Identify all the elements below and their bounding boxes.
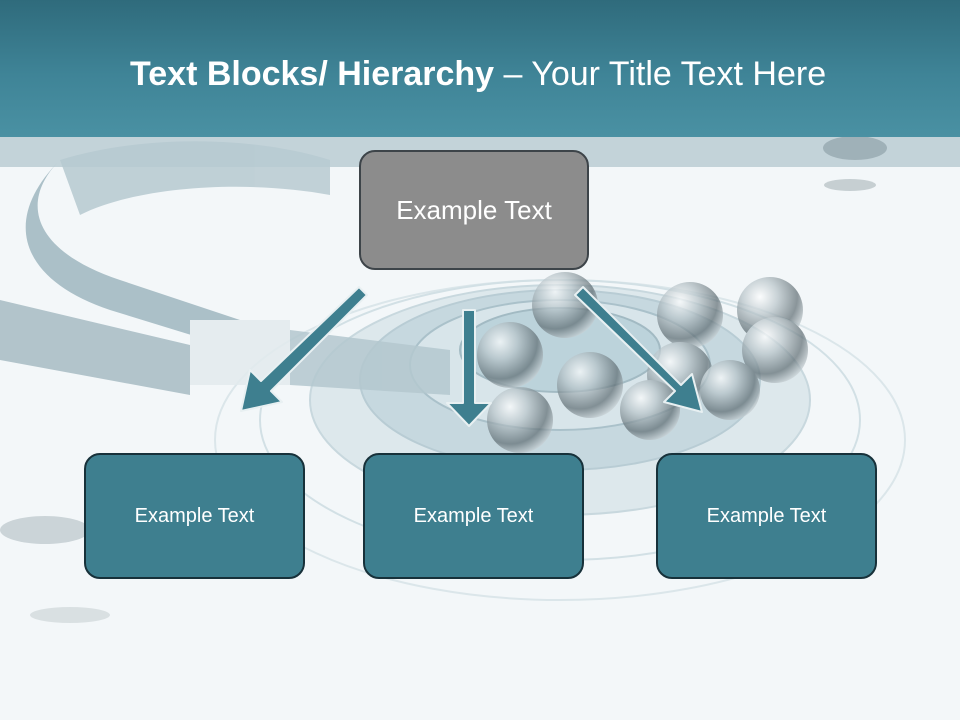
- arrow-right: [574, 286, 703, 413]
- root-text-label: Example Text: [396, 194, 552, 225]
- arrow-center: [446, 309, 492, 427]
- child-text-block-3[interactable]: Example Text: [656, 453, 877, 579]
- child-text-label-3: Example Text: [706, 504, 827, 527]
- blurred-streaks: [0, 136, 887, 623]
- arrow-left: [240, 286, 368, 412]
- child-text-block-1[interactable]: Example Text: [84, 453, 305, 579]
- child-text-label-2: Example Text: [413, 504, 534, 527]
- child-text-label-1: Example Text: [134, 504, 255, 527]
- title-bold-text: Text Blocks/ Hierarchy: [130, 55, 495, 93]
- root-text-block[interactable]: Example Text: [359, 150, 589, 270]
- slide-header: Text Blocks/ Hierarchy – Your Title Text…: [0, 0, 960, 137]
- slide-title: Text Blocks/ Hierarchy – Your Title Text…: [130, 55, 826, 94]
- child-text-block-2[interactable]: Example Text: [363, 453, 584, 579]
- title-rest-text: – Your Title Text Here: [494, 55, 827, 93]
